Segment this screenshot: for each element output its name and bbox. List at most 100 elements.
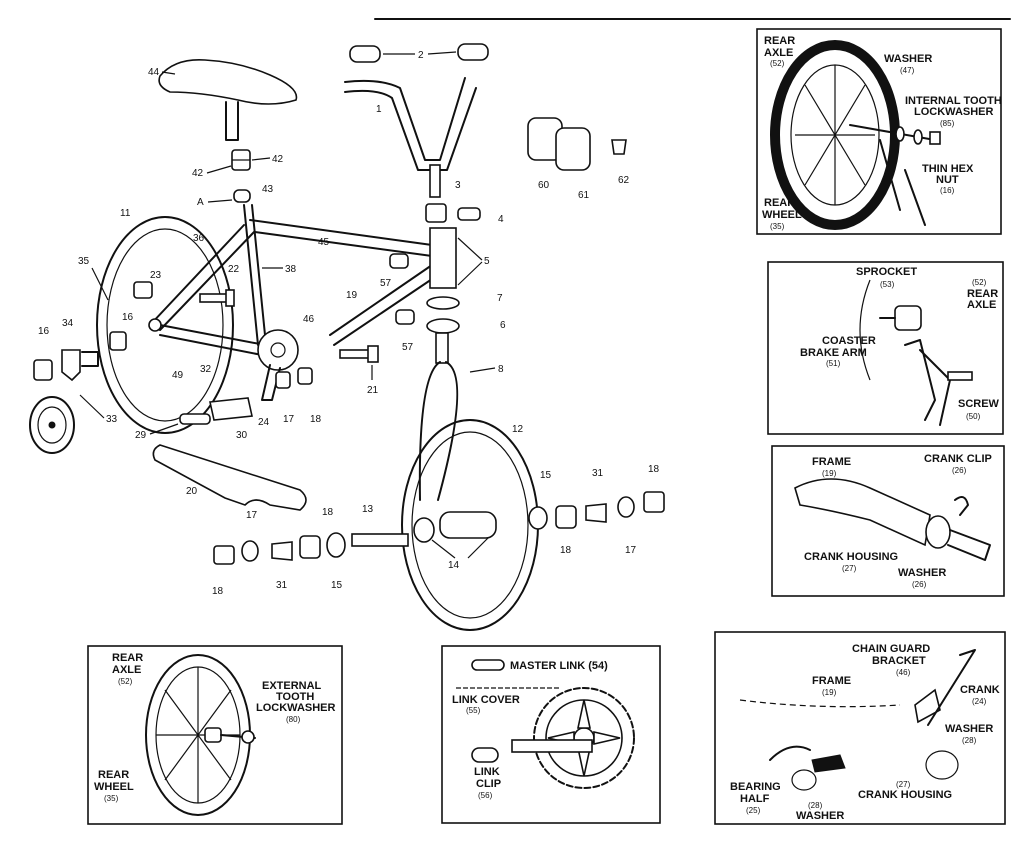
callout-11: 11 bbox=[120, 208, 131, 219]
inset1-washer-label: WASHER bbox=[884, 53, 932, 65]
inset6-bearing-label1: BEARING bbox=[730, 781, 781, 793]
inset6-frame-num: (19) bbox=[822, 688, 837, 697]
callout-13: 13 bbox=[362, 504, 374, 515]
callout-20: 20 bbox=[186, 486, 198, 497]
inset1-wheel-label1: REAR bbox=[764, 197, 795, 209]
callout-4: 4 bbox=[498, 214, 504, 225]
inset1-nut-num: (16) bbox=[940, 186, 955, 195]
callout-17-left: 17 bbox=[246, 510, 258, 521]
callout-43: 43 bbox=[262, 184, 274, 195]
inset4-wheel-label2: WHEEL bbox=[94, 781, 134, 793]
inset4-wheel-num: (35) bbox=[104, 794, 119, 803]
inset6-washer2-label: WASHER bbox=[796, 810, 844, 822]
inset-chain: MASTER LINK (54) LINK COVER (55) LINK CL… bbox=[441, 645, 661, 824]
inset5-cover-num: (55) bbox=[466, 706, 481, 715]
inset4-lw-num: (80) bbox=[286, 715, 301, 724]
inset3-clip-num: (26) bbox=[952, 466, 967, 475]
inset6-bearing-label2: HALF bbox=[740, 793, 770, 805]
inset2-axle-label2: AXLE bbox=[967, 299, 996, 311]
front-axle-parts bbox=[213, 491, 665, 565]
inset6-housing-num: (27) bbox=[896, 780, 911, 789]
callout-18-right-b: 18 bbox=[648, 464, 660, 475]
inset4-axle-num: (52) bbox=[118, 677, 133, 686]
inset2-axle-num: (52) bbox=[972, 278, 987, 287]
training-wheel bbox=[29, 349, 99, 454]
callout-2: 2 bbox=[418, 50, 424, 61]
front-fork bbox=[418, 332, 459, 501]
chain-guard bbox=[152, 444, 307, 511]
callout-36: 36 bbox=[193, 233, 205, 244]
inset3-clip-label: CRANK CLIP bbox=[924, 453, 992, 465]
inset1-rear-axle-label: REAR bbox=[764, 35, 795, 47]
spacers-57 bbox=[389, 253, 415, 325]
callout-5: 5 bbox=[484, 256, 490, 267]
inset3-housing-num: (27) bbox=[842, 564, 857, 573]
callout-6: 6 bbox=[500, 320, 506, 331]
inset3-frame-num: (19) bbox=[822, 469, 837, 478]
inset2-sprocket-num: (53) bbox=[880, 280, 895, 289]
inset-crank-clip: FRAME (19) CRANK CLIP (26) CRANK HOUSING… bbox=[771, 445, 1005, 597]
callout-18-left: 18 bbox=[212, 586, 224, 597]
inset1-lock-label2: LOCKWASHER bbox=[914, 106, 994, 118]
callout-17-upper: 17 bbox=[283, 414, 295, 425]
handlebar-grips bbox=[349, 43, 489, 63]
callout-8: 8 bbox=[498, 364, 504, 375]
callout-32: 32 bbox=[200, 364, 212, 375]
callout-17-right: 17 bbox=[625, 545, 637, 556]
callout-49: 49 bbox=[172, 370, 184, 381]
callout-45: 45 bbox=[318, 237, 330, 248]
callout-16-training: 16 bbox=[38, 326, 50, 337]
callout-18-upper: 18 bbox=[310, 414, 322, 425]
inset6-bearing-num: (25) bbox=[746, 806, 761, 815]
inset1-lock-num: (85) bbox=[940, 119, 955, 128]
callout-16-rear: 16 bbox=[122, 312, 134, 323]
inset4-lw-label1: EXTERNAL bbox=[262, 680, 322, 692]
handlebar bbox=[344, 77, 477, 198]
bolt-21 bbox=[339, 345, 379, 363]
callout-42-left: 42 bbox=[192, 168, 204, 179]
inset-rear-axle-washer: REAR AXLE (52) WASHER (47) INTERNAL TOOT… bbox=[756, 28, 1002, 235]
inset6-crank-num: (24) bbox=[972, 697, 987, 706]
callout-31-right: 31 bbox=[592, 468, 604, 479]
inset1-rear-axle-label2: AXLE bbox=[764, 47, 793, 59]
inset6-bracket-label2: BRACKET bbox=[872, 655, 926, 667]
callout-60: 60 bbox=[538, 180, 550, 191]
callout-19: 19 bbox=[346, 290, 358, 301]
callout-29: 29 bbox=[135, 430, 147, 441]
callout-34: 34 bbox=[62, 318, 74, 329]
inset1-wheel-label2: WHEEL bbox=[762, 209, 802, 221]
callout-15-left: 15 bbox=[331, 580, 343, 591]
inset1-washer-num: (47) bbox=[900, 66, 915, 75]
inset2-brake-label2: BRAKE ARM bbox=[800, 347, 867, 359]
inset2-brake-num: (51) bbox=[826, 359, 841, 368]
inset2-screw-num: (50) bbox=[966, 412, 981, 421]
callout-33: 33 bbox=[106, 414, 118, 425]
callout-22: 22 bbox=[228, 264, 240, 275]
seat-clamp bbox=[231, 149, 251, 203]
callout-14: 14 bbox=[448, 560, 460, 571]
inset4-axle-label2: AXLE bbox=[112, 664, 141, 676]
frame bbox=[149, 204, 439, 356]
callout-A: A bbox=[197, 197, 204, 208]
inset6-frame-label: FRAME bbox=[812, 675, 851, 687]
inset4-axle-label1: REAR bbox=[112, 652, 143, 664]
sprocket-and-crank bbox=[257, 329, 313, 401]
inset5-cover-label: LINK COVER bbox=[452, 694, 520, 706]
inset1-lock-label1: INTERNAL TOOTH bbox=[905, 95, 1002, 107]
callout-46: 46 bbox=[303, 314, 315, 325]
inset6-crank-label: CRANK bbox=[960, 684, 1000, 696]
callout-1: 1 bbox=[376, 104, 382, 115]
inset2-brake-label1: COASTER bbox=[822, 335, 876, 347]
callout-18-right-a: 18 bbox=[560, 545, 572, 556]
reflectors bbox=[527, 117, 627, 171]
inset6-washer2-num: (28) bbox=[808, 801, 823, 810]
rear-hub-parts bbox=[109, 281, 162, 351]
callout-12: 12 bbox=[512, 424, 524, 435]
inset-external-lockwasher: REAR AXLE (52) EXTERNAL TOOTH LOCKWASHER… bbox=[87, 645, 343, 825]
callout-62: 62 bbox=[618, 175, 630, 186]
inset3-washer-label: WASHER bbox=[898, 567, 946, 579]
callout-24: 24 bbox=[258, 417, 270, 428]
headset-parts bbox=[425, 203, 481, 334]
callout-18-mid: 18 bbox=[322, 507, 334, 518]
